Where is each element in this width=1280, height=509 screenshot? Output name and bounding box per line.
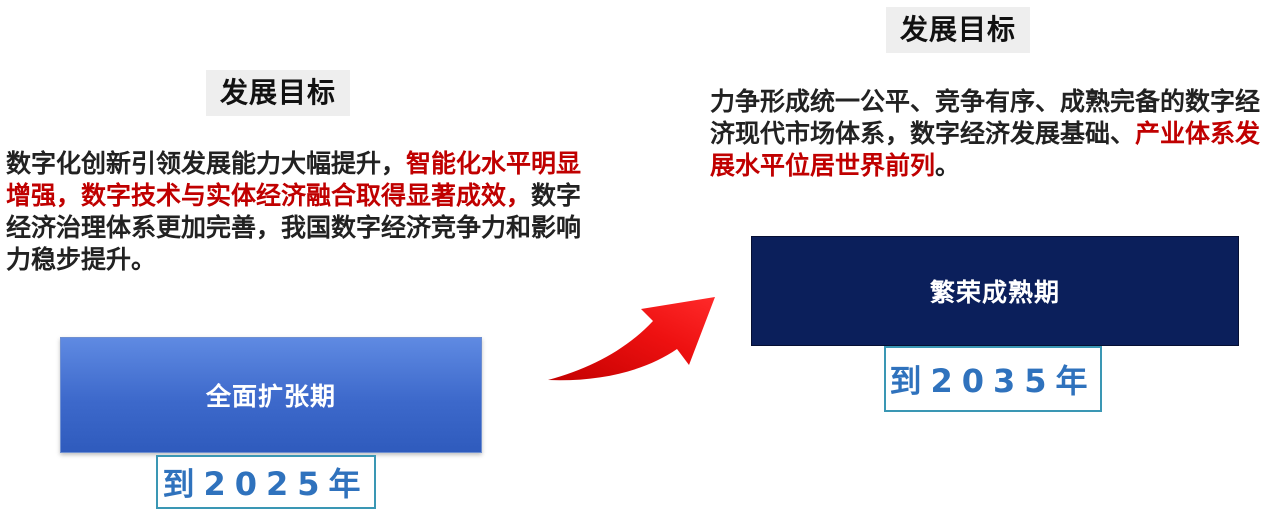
year-tag-2025: 到2025年 <box>156 455 376 509</box>
left-goal-text-2-highlight: 智能化水平明显增强，数字技术与实体经济融合取得显著成效， <box>6 149 582 210</box>
left-goal-text-1: 数字化创新引领发展能力大幅提升， <box>6 149 407 178</box>
left-goal-text-3: 数字经济治理体系更加完善，我国数字经济竞争力和影响力稳步提升。 <box>6 181 582 274</box>
stage-box-mature: 繁荣成熟期 <box>751 236 1239 346</box>
stage-box-expansion: 全面扩张期 <box>60 337 482 453</box>
stage-label-expansion: 全面扩张期 <box>205 382 336 411</box>
curved-arrow-icon <box>548 297 715 381</box>
right-goal-text-1: 力争形成统一公平、竞争有序、成熟完备的数字经济现代市场体系，数字经济发展基础、 <box>710 87 1261 148</box>
right-goal-text-3: 。 <box>935 151 961 180</box>
arrow-shape <box>548 297 715 381</box>
right-goal-text-2-highlight: 产业体系发展水平位居世界前列 <box>710 119 1261 180</box>
stage-label-mature: 繁荣成熟期 <box>929 278 1060 307</box>
right-goal-description: 力争形成统一公平、竞争有序、成熟完备的数字经济现代市场体系，数字经济发展基础、产… <box>710 86 1278 182</box>
year-tag-2035: 到2035年 <box>884 346 1102 412</box>
left-goal-title: 发展目标 <box>206 70 351 116</box>
year-label-2035: 到2035年 <box>889 362 1097 400</box>
left-goal-description: 数字化创新引领发展能力大幅提升，智能化水平明显增强，数字技术与实体经济融合取得显… <box>6 148 596 276</box>
right-goal-title: 发展目标 <box>886 7 1031 53</box>
year-label-2025: 到2025年 <box>162 465 370 503</box>
